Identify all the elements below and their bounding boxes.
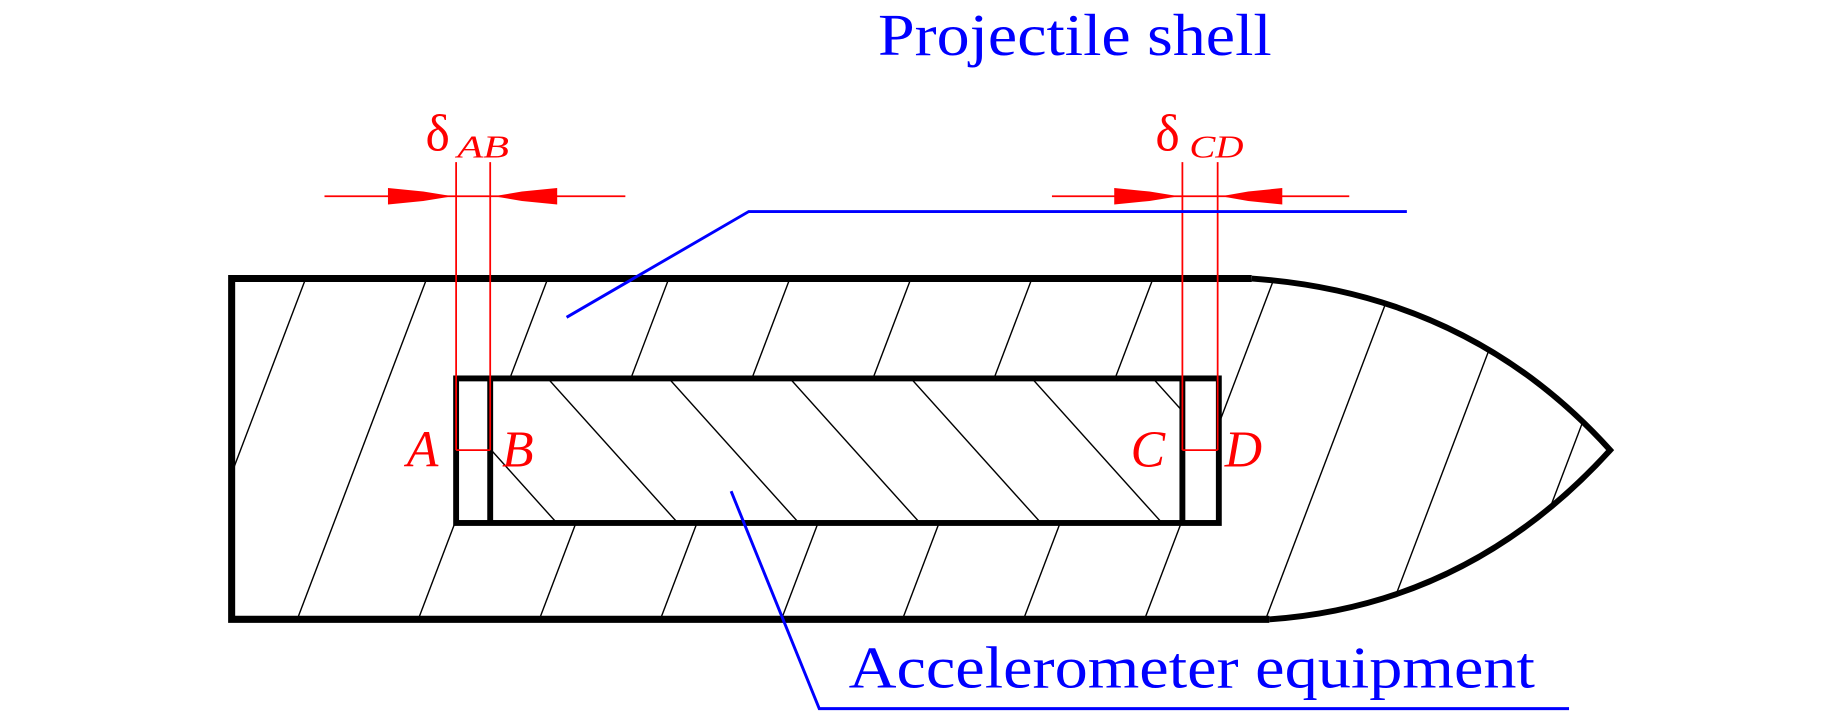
- hatch-line: [789, 378, 921, 523]
- label-point-a: A: [404, 422, 439, 479]
- hatch-line: [1624, 279, 1758, 632]
- dimension-cd: [1051, 162, 1350, 451]
- hatch-line: [292, 278, 428, 620]
- hatch-line: [547, 378, 679, 523]
- cavity-outline: [453, 375, 1222, 526]
- hatch-line: [1152, 378, 1183, 413]
- label-point-c: C: [1131, 422, 1166, 479]
- hatch-line: [231, 278, 307, 620]
- projectile-shell-outline: [228, 274, 1270, 623]
- equipment-label: Accelerometer equipment: [849, 635, 1535, 700]
- arrow-left-icon: [493, 188, 558, 205]
- dimension-ab: [324, 162, 626, 451]
- delta-cd-subscript: CD: [1189, 129, 1243, 164]
- hatch-line: [776, 278, 912, 620]
- label-point-d: D: [1224, 422, 1262, 479]
- hatch-line: [1745, 279, 1843, 632]
- delta-ab-symbol: δ: [426, 105, 450, 162]
- equipment-leader-line: [729, 490, 1570, 711]
- shell-leader-line: [565, 210, 1407, 319]
- arrow-right-icon: [1114, 188, 1179, 205]
- delta-cd-symbol: δ: [1155, 105, 1179, 162]
- hatch-line: [1260, 278, 1396, 620]
- hatch-line: [534, 278, 670, 620]
- delta-ab-subscript: AB: [455, 129, 509, 164]
- hatch-line: [910, 378, 1042, 523]
- hatch-line: [897, 278, 1033, 620]
- hatch-line: [1502, 278, 1611, 620]
- arrow-right-icon: [387, 188, 453, 205]
- equipment-hatching: [490, 378, 1404, 523]
- hatch-line: [1031, 378, 1163, 523]
- arrow-left-icon: [1221, 188, 1283, 205]
- projectile-nose-outline: [1251, 275, 1615, 623]
- hatch-line: [1274, 378, 1404, 523]
- hatch-line: [668, 378, 800, 523]
- hatch-line: [655, 278, 791, 620]
- label-point-b: B: [502, 422, 534, 479]
- shell-label: Projectile shell: [878, 3, 1272, 68]
